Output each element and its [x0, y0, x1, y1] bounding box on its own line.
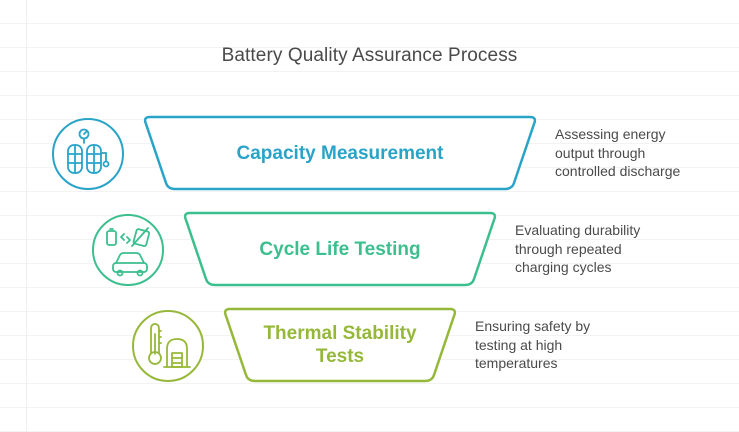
stage-1-label: Capacity Measurement: [236, 142, 444, 164]
thermometer-icon: [132, 310, 204, 382]
stage-3-shape: [223, 307, 457, 383]
stage-2-description: Evaluating durability through repeated c…: [515, 222, 641, 275]
stage-1-shape: [143, 115, 537, 191]
page-title: Battery Quality Assurance Process: [221, 45, 518, 66]
stage-2-label: Cycle Life Testing: [259, 238, 421, 260]
battery-gauge-icon: [52, 118, 124, 190]
stage-3-description: Ensuring safety by testing at high tempe…: [475, 318, 591, 371]
stage-3-label: Thermal Stability Tests: [263, 323, 417, 367]
stage-2-shape: [183, 211, 497, 287]
stage-1-description: Assessing energy output through controll…: [555, 126, 681, 179]
ev-charging-icon: [92, 214, 164, 286]
